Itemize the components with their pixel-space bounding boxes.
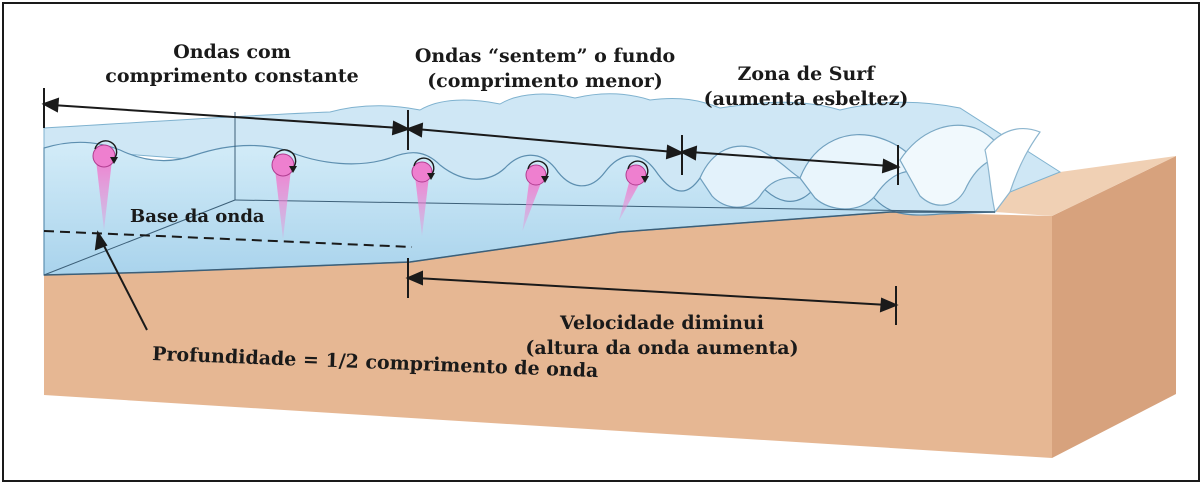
label-constant-line1: Ondas com [173, 41, 291, 63]
label-speed-line2: (altura da onda aumenta) [525, 337, 798, 359]
orbit-circle-2 [271, 153, 295, 177]
orbit-direction-arrow-2 [273, 149, 297, 169]
arrow-speed [415, 277, 889, 306]
orbit-arrowhead-2 [289, 166, 297, 173]
orbital-paths-group [92, 140, 649, 239]
arrowhead-constant-right [391, 120, 411, 136]
orbit-direction-arrow-3 [413, 157, 435, 176]
arrow-constant [51, 104, 401, 129]
beach-surface [995, 156, 1176, 216]
breaker-4 [984, 128, 1041, 214]
arrow-depth [99, 237, 148, 331]
orbit-circle-1 [92, 144, 116, 168]
orbit-direction-arrow-1 [94, 140, 118, 160]
dimension-markers [41, 88, 901, 331]
label-surf-line2: (aumenta esbeltez) [704, 88, 909, 110]
orbit-beam-4 [522, 179, 543, 231]
arrowhead-feel-left [405, 122, 424, 138]
orbit-beam-3 [415, 176, 429, 236]
water-box-slope [43, 199, 236, 276]
orbit-arrowhead-4 [541, 176, 549, 183]
sea-bottom-line [43, 211, 995, 276]
sand-front-face [44, 212, 1052, 458]
arrow-feel [415, 128, 675, 153]
orbit-circle-4 [525, 164, 547, 186]
orbit-beam-1 [96, 160, 112, 230]
label-constant-line2: comprimento constante [105, 65, 358, 87]
label-surf-line1: Zona de Surf [738, 63, 877, 85]
sand-side-face [1052, 156, 1176, 458]
orbit-arrowhead-1 [110, 157, 118, 164]
orbit-direction-arrow-4 [527, 160, 549, 179]
orbit-circle-5 [625, 164, 647, 186]
arrowhead-feel-right [665, 144, 685, 160]
orbit-direction-arrow-5 [627, 160, 649, 179]
arrowhead-surf-right [881, 158, 901, 174]
water-box-back [234, 199, 996, 213]
arrowhead-surf-left [679, 145, 698, 161]
orbit-beam-5 [618, 179, 642, 221]
arrowhead-speed-left [405, 270, 423, 286]
orbit-arrowhead-3 [427, 173, 435, 180]
arrowhead-constant-left [41, 97, 60, 113]
orbit-circle-3 [411, 161, 433, 183]
wave-base-line [43, 230, 413, 248]
label-wave-base: Base da onda [130, 206, 265, 227]
label-speed-line1: Velocidade diminui [559, 312, 764, 334]
label-feel-line2: (comprimento menor) [427, 70, 663, 92]
arrow-surf [689, 151, 891, 167]
arrowhead-depth [94, 230, 108, 251]
orbit-arrowhead-5 [641, 176, 649, 183]
label-feel-line1: Ondas “sentem” o fundo [415, 45, 675, 67]
orbit-beam-2 [275, 169, 291, 239]
arrowhead-speed-right [879, 297, 899, 313]
